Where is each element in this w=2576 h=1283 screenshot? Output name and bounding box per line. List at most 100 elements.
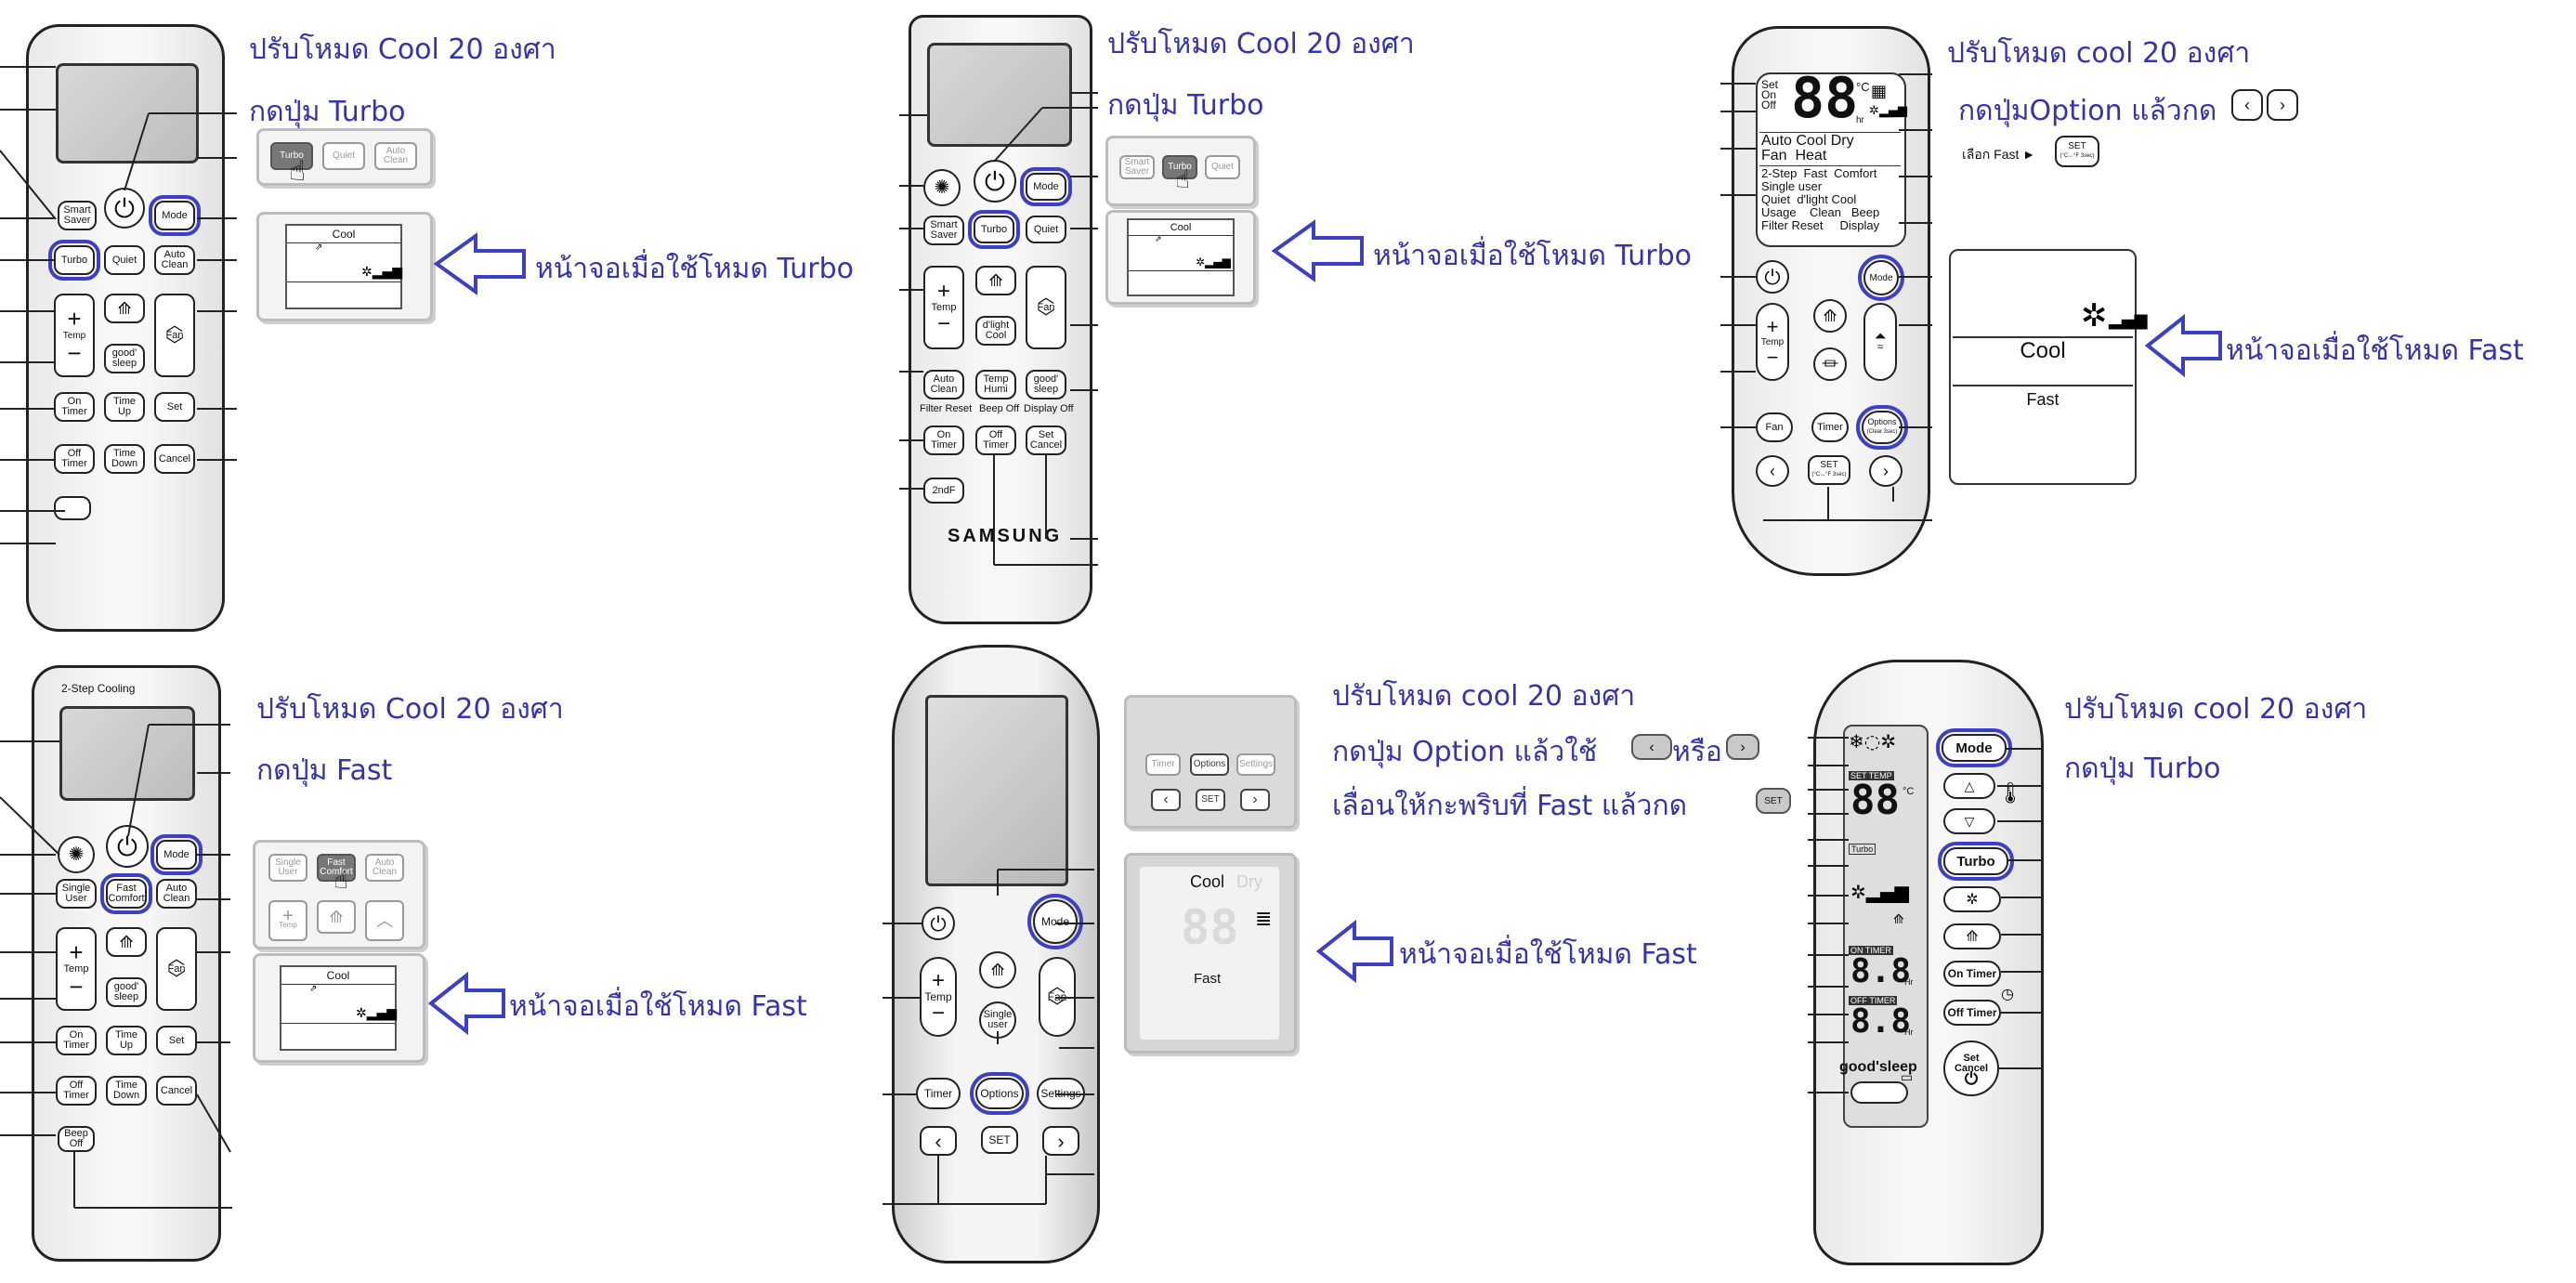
r3-swing-button[interactable]: ⟰: [1813, 299, 1847, 333]
r6-display-swing-icon: ⟰: [1893, 912, 1904, 927]
r3-timer-button[interactable]: Timer: [1811, 412, 1849, 442]
r5-options-button[interactable]: Options: [970, 1072, 1029, 1115]
r5-step2-pre: กดปุ่ม Option แล้วใช้: [1332, 736, 1598, 768]
r4-fan-rocker[interactable]: ︿ Fan ﹀: [156, 927, 197, 1011]
on-timer-button[interactable]: On Timer: [54, 392, 95, 422]
fan-rocker[interactable]: ︿ Fan ﹀: [154, 294, 195, 377]
r4-cancel-button[interactable]: Cancel: [156, 1076, 197, 1106]
r3-wind-free-button[interactable]: ⏛: [1813, 347, 1847, 381]
r3-fan-button[interactable]: Fan: [1756, 412, 1793, 442]
swing-icon: ⟰: [1823, 306, 1837, 325]
auto-clean-button[interactable]: Auto Clean: [154, 245, 195, 275]
r3-left-button[interactable]: ‹: [1756, 455, 1789, 487]
remote-6-display: ❄◌✲ SET TEMP 88 °C Turbo ✲▂▄▆ ⟰ ON TIMER…: [1843, 725, 1929, 1128]
r5-mode-button[interactable]: Mode: [1027, 894, 1083, 949]
quiet-button[interactable]: Quiet: [104, 245, 145, 275]
chevron-up-icon: ︿: [1049, 976, 1066, 996]
r6-temp-down-button[interactable]: ▽: [1943, 808, 1995, 834]
time-down-button[interactable]: Time Down: [104, 444, 145, 474]
r6-swing-button[interactable]: ⟰: [1943, 923, 2001, 949]
r4-on-timer-button[interactable]: On Timer: [56, 1026, 97, 1055]
r2-auto-clean-button[interactable]: Auto Clean: [923, 370, 964, 399]
temp-rocker[interactable]: + Temp −: [54, 294, 95, 377]
swing-button[interactable]: ⟰: [104, 294, 145, 323]
r5-swing-button[interactable]: ⟰: [979, 951, 1016, 988]
r6-display-set-temp: SET TEMP: [1849, 771, 1894, 780]
r4-auto-clean-button[interactable]: Auto Clean: [156, 879, 197, 909]
r6-mode-button[interactable]: Mode: [1936, 728, 2012, 767]
r2-2ndf-button[interactable]: 2ndF: [923, 478, 964, 504]
r6-display-unit: °C: [1903, 786, 1915, 797]
r4-mode-button[interactable]: Mode: [150, 834, 203, 875]
turbo-button[interactable]: Turbo: [48, 240, 100, 281]
r4-fast-comfort-button[interactable]: Fast Comfort: [100, 873, 152, 914]
r6-off-timer-button[interactable]: Off Timer: [1943, 1000, 2001, 1026]
r2-beep-off-label: Beep Off: [979, 403, 1020, 414]
r3-set-button[interactable]: SET (°C↔°F 3sec): [1808, 455, 1850, 485]
r4-time-down-button[interactable]: Time Down: [106, 1076, 147, 1106]
r5-inline-right-key: ›: [1726, 734, 1759, 760]
r3-right-button[interactable]: ›: [1869, 455, 1903, 487]
r2-filter-reset-label: Filter Reset: [920, 403, 973, 414]
r4-lcd-swing-icon: ⇗: [309, 984, 318, 994]
good-sleep-button[interactable]: good' sleep: [104, 344, 145, 373]
smart-saver-button[interactable]: Smart Saver: [58, 201, 97, 230]
remote-4-leader-lines: [0, 724, 232, 1209]
r2-swing-button[interactable]: ⟰: [975, 266, 1016, 295]
r2-turbo-button[interactable]: Turbo: [968, 210, 1020, 249]
r4-time-up-button[interactable]: Time Up: [106, 1026, 147, 1055]
r2-set-cancel-button[interactable]: Set Cancel: [1026, 425, 1066, 455]
r6-good-sleep-button[interactable]: [1850, 1081, 1908, 1104]
r6-display-on-digits: 8.8: [1850, 952, 1912, 990]
r5-power-button[interactable]: ⏻: [922, 907, 955, 940]
r3-temp-rocker[interactable]: + Temp −: [1756, 303, 1789, 381]
time-up-button[interactable]: Time Up: [104, 392, 145, 422]
mode-button[interactable]: Mode: [149, 195, 201, 236]
r4-swing-button[interactable]: ⟰: [106, 927, 147, 957]
r4-set-button[interactable]: Set: [156, 1026, 197, 1055]
r4-off-timer-button[interactable]: Off Timer: [56, 1076, 97, 1106]
r3-mode-button[interactable]: Mode: [1858, 255, 1904, 301]
r2-dlight-cool-button[interactable]: d'light Cool: [975, 316, 1016, 346]
r5-right-button[interactable]: ›: [1042, 1126, 1079, 1156]
set-button[interactable]: Set: [154, 392, 195, 422]
r2-quiet-button[interactable]: Quiet: [1026, 216, 1066, 243]
r5-left-button[interactable]: ‹: [920, 1126, 957, 1156]
r4-single-user-button[interactable]: Single User: [56, 879, 97, 909]
r6-on-timer-button[interactable]: On Timer: [1943, 961, 2001, 987]
r2-temp-humi-button[interactable]: Temp Humi: [975, 370, 1016, 399]
r2-mode-button[interactable]: Mode: [1020, 167, 1072, 206]
r4-good-sleep-button[interactable]: good' sleep: [106, 977, 147, 1007]
r6-set-cancel-button[interactable]: Set Cancel ⏻: [1943, 1041, 1999, 1096]
r5-lcd-digits: 88: [1181, 900, 1239, 956]
r5-temp-label: Temp: [924, 989, 952, 1003]
r5-panel-left: ‹: [1151, 789, 1181, 811]
blank-button[interactable]: [54, 496, 91, 520]
r6-clock-icon: ◷: [2001, 985, 2014, 1002]
r3-power-button[interactable]: ⏻: [1756, 260, 1789, 294]
r4-beep-off-button[interactable]: Beep Off: [58, 1126, 95, 1152]
r6-turbo-button[interactable]: Turbo: [1938, 842, 2014, 881]
r2-good-sleep-button[interactable]: good' sleep: [1026, 370, 1066, 399]
r5-fan-label: Fan: [1047, 989, 1067, 1003]
r2-temp-rocker[interactable]: + Temp −: [923, 266, 964, 349]
r3-fan-rocker[interactable]: ⏶ ≈: [1863, 303, 1897, 381]
r2-off-timer-button[interactable]: Off Timer: [975, 425, 1016, 455]
remote-5-screen: [925, 695, 1068, 886]
r5-set-button[interactable]: SET: [981, 1126, 1018, 1154]
cancel-button[interactable]: Cancel: [154, 444, 195, 474]
r2-fan-rocker[interactable]: ︿ Fan ﹀: [1026, 266, 1066, 349]
r2-on-timer-button[interactable]: On Timer: [923, 425, 964, 455]
r6-fan-button[interactable]: ✲: [1943, 886, 2001, 912]
r2-smart-saver-button[interactable]: Smart Saver: [923, 216, 964, 245]
r4-power-button[interactable]: ⏻: [106, 825, 149, 868]
r4-temp-rocker[interactable]: + Temp −: [56, 927, 97, 1011]
r2-fan-speed-button[interactable]: ✺: [923, 169, 961, 206]
power-button[interactable]: ⏻: [104, 188, 145, 229]
r1-lcd-fan-icon: ✲▂▄▆: [361, 265, 403, 280]
r4-panel-swing: ⟰: [317, 900, 356, 934]
off-timer-button[interactable]: Off Timer: [54, 444, 95, 474]
r5-timer-button[interactable]: Timer: [916, 1078, 961, 1109]
r6-temp-up-button[interactable]: △: [1943, 773, 1995, 799]
r5-temp-rocker[interactable]: + Temp −: [920, 957, 957, 1037]
